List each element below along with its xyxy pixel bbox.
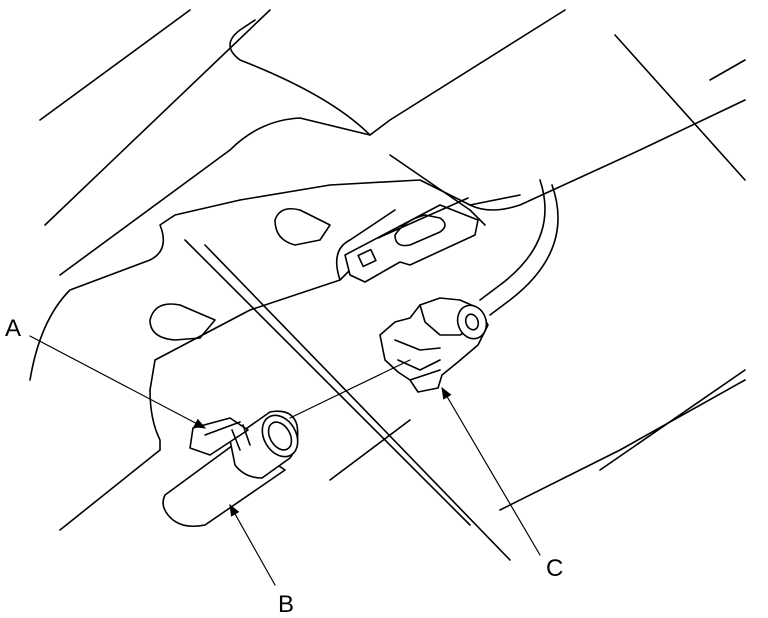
callout-label-b: B — [278, 591, 294, 618]
antenna-cable — [479, 179, 559, 316]
leader-b — [229, 503, 276, 586]
connector-c — [379, 297, 489, 393]
body-panel — [29, 9, 746, 561]
alignment-line — [289, 359, 411, 419]
connector-b — [162, 410, 299, 528]
body-tab-upper — [274, 207, 331, 246]
callout-label-a: A — [5, 315, 21, 342]
mounting-bracket — [344, 197, 479, 283]
callout-label-c: C — [546, 555, 563, 582]
leader-c — [441, 386, 541, 556]
body-tab-lower — [149, 303, 216, 341]
leader-a — [29, 335, 207, 429]
